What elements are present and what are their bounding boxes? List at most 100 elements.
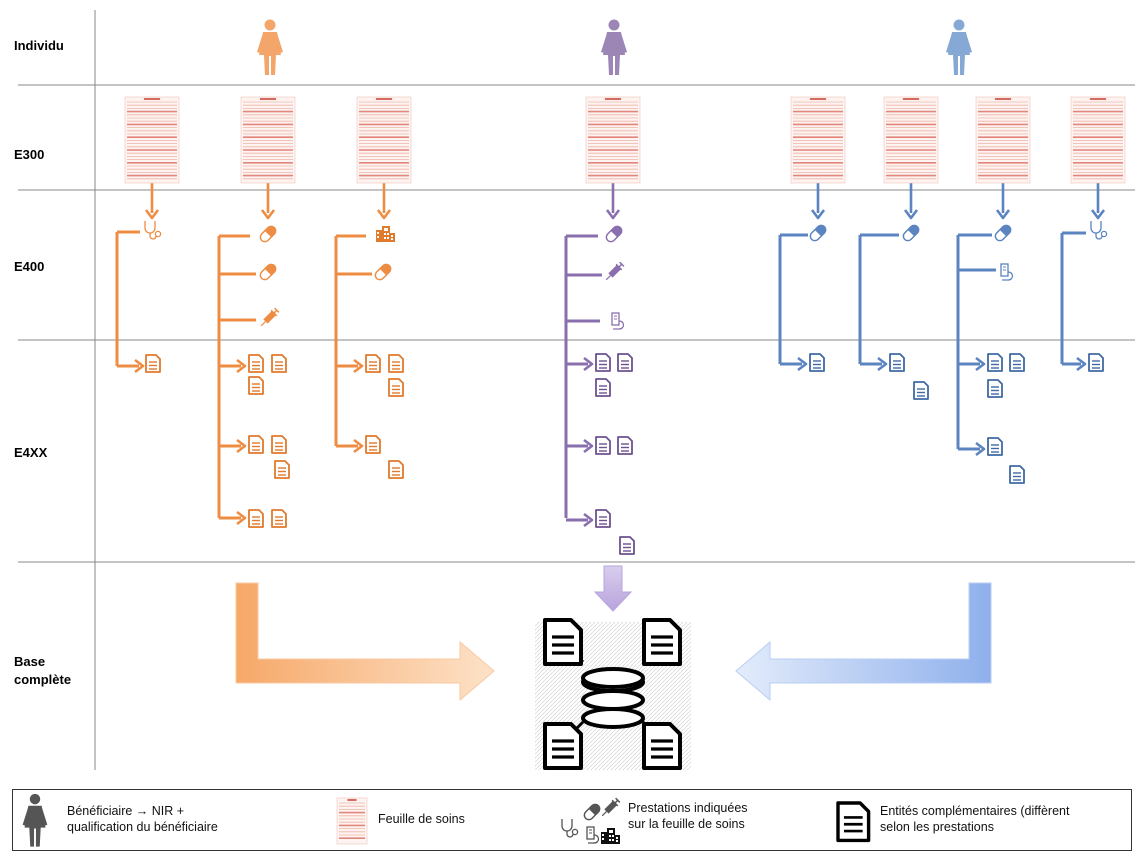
flow-arrow-head xyxy=(134,358,145,374)
legend-entities-line1: Entités complémentaires (diffèrent xyxy=(880,804,1070,818)
document-icon xyxy=(642,722,682,770)
row-label-individu: Individu xyxy=(14,38,64,53)
syringe-icon xyxy=(601,797,621,817)
flow-arrow-head xyxy=(1076,356,1087,372)
pill-icon xyxy=(583,803,601,821)
flow-arrow-head xyxy=(236,438,247,454)
flow-arrow-head xyxy=(797,356,808,372)
document-icon xyxy=(145,354,161,373)
pill-icon xyxy=(994,224,1012,242)
legend-sheet-label: Feuille de soins xyxy=(378,812,465,826)
database-disk-top xyxy=(581,667,645,689)
care-sheet-form-icon xyxy=(975,96,1031,184)
document-icon xyxy=(617,436,633,455)
flow-arrow-head xyxy=(975,441,986,457)
document-icon xyxy=(642,618,682,666)
pill-icon xyxy=(259,225,277,243)
care-sheet-form-icon xyxy=(585,96,641,184)
document-icon xyxy=(271,509,287,528)
row-label-base-line2: complète xyxy=(14,672,72,687)
document-icon xyxy=(1009,465,1025,484)
person-icon xyxy=(257,19,283,75)
legend-icons xyxy=(22,793,871,847)
document-icon xyxy=(987,353,1003,372)
document-icon xyxy=(1009,353,1025,372)
stethoscope-icon xyxy=(144,221,162,240)
medical-device-icon xyxy=(586,826,600,844)
person-icon xyxy=(22,793,48,847)
care-sheet-form-icon xyxy=(240,96,296,184)
legend-beneficiary-line1: Bénéficiaire → NIR + xyxy=(67,804,185,818)
flow-arrow-head xyxy=(144,209,160,220)
document-icon xyxy=(543,618,583,666)
care-sheet-form-icon xyxy=(790,96,846,184)
document-icon xyxy=(595,509,611,528)
legend-box: Bénéficiaire → NIR + qualification du bé… xyxy=(12,789,1132,851)
row-label-e4xx: E4XX xyxy=(14,445,48,460)
row-label-e400: E400 xyxy=(14,259,45,274)
syringe-icon xyxy=(260,307,280,327)
pill-icon xyxy=(374,263,392,281)
document-icon xyxy=(274,460,290,479)
hospital-icon xyxy=(376,226,395,242)
person-icon xyxy=(601,19,627,75)
legend-services-line1: Prestations indiquées xyxy=(628,801,748,815)
flow-arrow-head xyxy=(376,209,392,220)
flow-arrow-head xyxy=(605,209,621,220)
care-sheet-form-icon xyxy=(356,96,412,184)
document-icon xyxy=(889,353,905,372)
document-icon xyxy=(987,379,1003,398)
legend-beneficiary-line2: qualification du bénéficiaire xyxy=(67,820,218,834)
flows-layer xyxy=(115,180,1106,528)
document-icon xyxy=(595,436,611,455)
document-icon xyxy=(809,353,825,372)
flow-arrow-head xyxy=(903,209,919,220)
row-label-base-line1: Base xyxy=(14,654,46,669)
legend-entities-line2: selon les prestations xyxy=(880,820,994,834)
pill-icon xyxy=(902,224,920,242)
document-icon xyxy=(248,376,264,395)
document-icon xyxy=(617,353,633,372)
flow-arrow-head xyxy=(583,512,594,528)
care-sheet-form-icon xyxy=(1070,96,1126,184)
pill-icon xyxy=(259,263,277,281)
document-icon xyxy=(388,460,404,479)
document-icon xyxy=(595,353,611,372)
flow-arrow-head xyxy=(1090,209,1106,220)
document-icon xyxy=(543,722,583,770)
flow-arrow-head xyxy=(877,356,888,372)
medical-device-icon xyxy=(1000,263,1014,281)
flow-arrow-head xyxy=(995,209,1011,220)
flow-arrow-head xyxy=(236,358,247,374)
document-icon xyxy=(271,354,287,373)
flow-arrow-head xyxy=(583,356,594,372)
document-icon xyxy=(619,536,635,555)
stethoscope-icon xyxy=(1090,221,1108,240)
orange-merge-arrow xyxy=(235,582,495,702)
document-icon xyxy=(836,801,871,843)
hospital-icon xyxy=(601,828,620,844)
document-icon xyxy=(248,435,264,454)
document-icon xyxy=(248,354,264,373)
document-icon xyxy=(1088,353,1104,372)
flow-arrow-head xyxy=(353,358,364,374)
flow-diagram xyxy=(18,10,1135,770)
database-disk xyxy=(581,707,645,729)
document-icon xyxy=(365,354,381,373)
document-icon xyxy=(248,509,264,528)
row-label-e300: E300 xyxy=(14,147,45,162)
database-disk xyxy=(581,689,645,711)
flow-arrow-head xyxy=(810,209,826,220)
flow-arrow-head xyxy=(353,438,364,454)
care-sheet-form-icon xyxy=(883,96,939,184)
blue-merge-arrow xyxy=(735,582,992,702)
flow-arrow-head xyxy=(583,438,594,454)
base-complete-layer xyxy=(235,565,992,770)
document-icon xyxy=(388,354,404,373)
flow-arrow-head xyxy=(260,209,276,220)
care-sheet-form-icon xyxy=(124,96,180,184)
pill-icon xyxy=(809,224,827,242)
stethoscope-icon xyxy=(561,819,579,838)
document-icon xyxy=(388,378,404,397)
